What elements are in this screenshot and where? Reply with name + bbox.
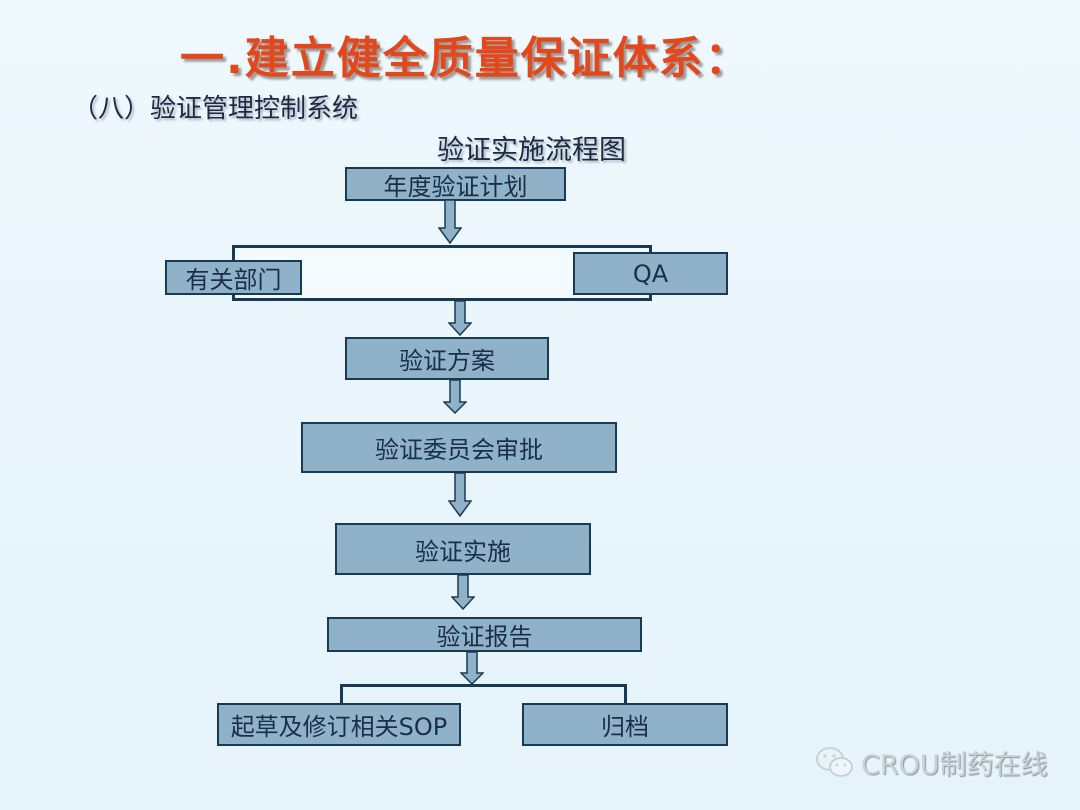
split-connector-right — [624, 684, 627, 704]
slide-title: 一.建立健全质量保证体系： — [180, 33, 751, 84]
arrow-down-icon — [443, 380, 467, 414]
node-committee-approval: 验证委员会审批 — [301, 422, 617, 473]
flowchart-title: 验证实施流程图 — [437, 135, 626, 166]
slide-subtitle: （八）验证管理控制系统 — [72, 94, 359, 124]
arrow-down-icon — [451, 575, 475, 610]
node-protocol: 验证方案 — [345, 337, 549, 380]
node-archive: 归档 — [522, 703, 728, 746]
split-connector — [340, 684, 627, 687]
watermark: CROU制药在线 — [815, 743, 1048, 782]
arrow-down-icon — [448, 473, 472, 517]
split-connector-left — [340, 684, 343, 704]
arrow-down-icon — [438, 200, 462, 244]
wechat-icon — [816, 746, 853, 777]
node-annual-plan: 年度验证计划 — [345, 167, 566, 201]
node-draft-sop: 起草及修订相关SOP — [217, 703, 461, 746]
node-qa: QA — [573, 252, 728, 295]
node-report: 验证报告 — [327, 617, 642, 652]
arrow-down-icon — [460, 652, 484, 685]
arrow-down-icon — [448, 301, 472, 336]
node-departments: 有关部门 — [165, 260, 302, 295]
watermark-text: CROU制药在线 — [861, 750, 1048, 781]
node-implementation: 验证实施 — [335, 523, 591, 575]
